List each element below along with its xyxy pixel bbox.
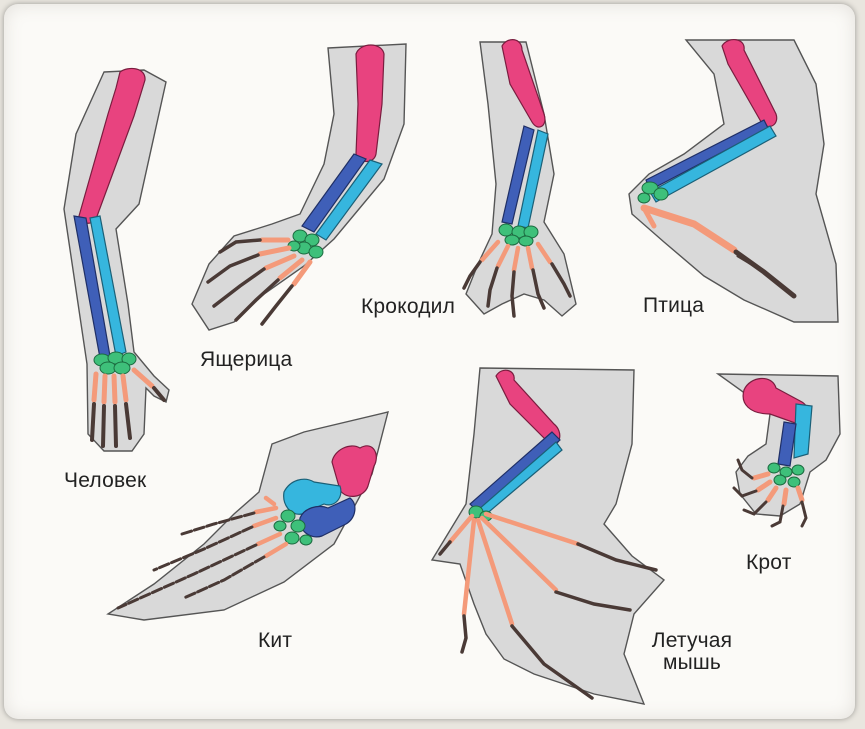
- label-lizard: Ящерица: [200, 349, 292, 371]
- lizard-arm: [192, 44, 406, 330]
- limbs-diagram: [4, 4, 855, 719]
- label-crocodile: Крокодил: [361, 296, 455, 318]
- crocodile-arm: [464, 40, 576, 316]
- label-mole: Крот: [746, 552, 792, 574]
- label-whale: Кит: [258, 630, 292, 652]
- bat-wing: [432, 368, 664, 704]
- homologous-limbs-figure: Человек Ящерица Крокодил Птица Кит Летуч…: [4, 4, 855, 719]
- label-bird: Птица: [643, 295, 704, 317]
- bird-wing: [629, 40, 838, 322]
- human-carpals: [94, 352, 136, 374]
- whale-flipper: [108, 412, 388, 620]
- mole-arm: [718, 374, 840, 526]
- label-human: Человек: [64, 470, 146, 492]
- human-arm: [64, 68, 169, 451]
- label-bat: Летучая мышь: [640, 630, 744, 674]
